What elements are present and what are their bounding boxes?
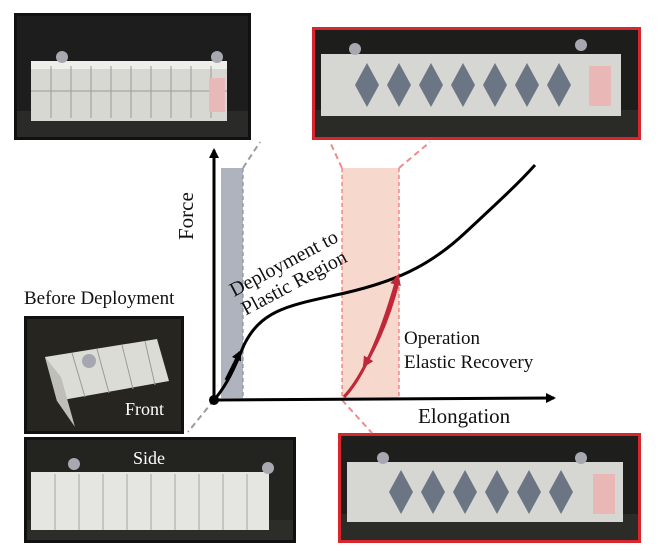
before-deployment-title: Before Deployment: [24, 288, 175, 309]
operation-label: Operation: [404, 328, 480, 349]
elastic-unloading-path: [362, 281, 400, 368]
photo-elastic-operation-top: [312, 27, 641, 140]
x-axis: [213, 393, 556, 404]
deployment-arrow: [224, 350, 242, 381]
elastic-recovery-label: Elastic Recovery: [404, 352, 534, 373]
side-view-label: Side: [133, 448, 166, 468]
plastic-region-band: [221, 168, 243, 398]
elastic-region-band: [342, 168, 399, 398]
photo-before-side: Side: [24, 437, 296, 543]
x-axis-label: Elongation: [418, 404, 511, 428]
front-view-label: Front: [125, 399, 165, 419]
connector-origin: [187, 399, 215, 433]
force-elongation-curve: [212, 163, 537, 401]
photo-plastic-deployed: [14, 13, 251, 140]
photo-before-front: Front: [24, 316, 184, 434]
connector-bottom-right: [341, 399, 373, 434]
connector-top-right-b: [398, 141, 431, 169]
connector-top-right-a: [329, 141, 343, 169]
y-axis-label: Force: [174, 192, 198, 240]
photo-elastic-operation-bottom: [338, 433, 641, 543]
connector-top-left: [242, 141, 261, 169]
